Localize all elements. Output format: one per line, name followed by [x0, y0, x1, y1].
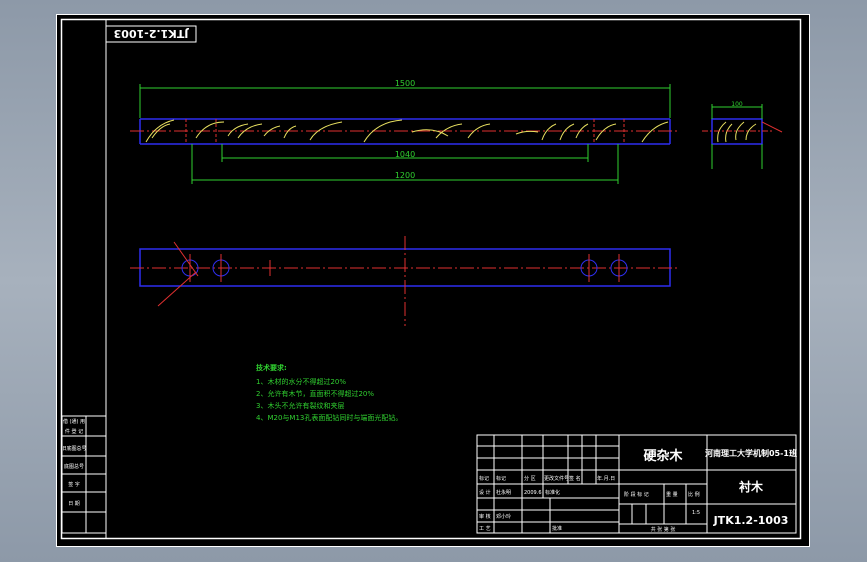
dim-inner: 1040: [395, 150, 415, 159]
tb-material: 硬杂木: [643, 448, 683, 464]
tb-drawing-no: JTK1.2-1003: [713, 514, 789, 527]
wood-grain: [145, 119, 669, 143]
title-block: [476, 434, 797, 534]
mirror-code: JTK1.2-1003: [114, 27, 190, 40]
left-strip: 借 (通) 用 件 登 记 旧底图总号 底图总号 签 字 日 期: [61, 415, 107, 534]
tb-designer: 杜永明: [496, 489, 511, 496]
tb-stage-label: 阶 段 标 记: [624, 491, 649, 498]
tb-review-label: 审 核: [479, 513, 491, 520]
tb-scale-label: 比 例: [688, 491, 700, 498]
mirror-code-box: [105, 25, 197, 43]
strip-label: 件 登 记: [65, 428, 83, 435]
section-view: 100: [702, 101, 783, 169]
strip-label: 借 (通) 用: [63, 418, 85, 425]
dim-section-width: 100: [731, 101, 743, 108]
top-view: 1500 1040 1200: [130, 79, 678, 184]
technical-notes: 技术要求: 1、木材的水分不得超过20% 2、允许有木节，直面积不得超过20% …: [256, 363, 402, 422]
outer-border: [56, 14, 810, 547]
tb-change-label: 更改文件号: [544, 475, 569, 482]
note-item: 4、M20与M13孔表面配钻同时与端面光配钻。: [256, 413, 402, 422]
tb-reviewer: 邓小玲: [496, 513, 511, 520]
tb-mark: 标记: [496, 475, 506, 482]
tb-date-label: 年.月.日: [597, 475, 615, 482]
drawing-sheet: JTK1.2-1003 借 (通) 用 件 登 记 旧底图总号 底图总号 签 字…: [56, 14, 810, 547]
tb-sheets: 共 张 第 张: [651, 526, 676, 533]
strip-label: 签 字: [68, 481, 80, 488]
strip-label: 底图总号: [64, 463, 84, 470]
strip-label: 旧底图总号: [61, 445, 86, 452]
cad-drawing: JTK1.2-1003 借 (通) 用 件 登 记 旧底图总号 底图总号 签 字…: [56, 14, 810, 547]
dim-hole-span: 1200: [395, 171, 415, 180]
tb-mark-label: 标记: [479, 475, 489, 482]
tb-approve-label: 批准: [552, 525, 562, 532]
tb-scale: 1:5: [692, 510, 700, 516]
section-grain: [717, 121, 757, 143]
tb-count-label: 分 区: [524, 475, 536, 482]
dim-overall: 1500: [395, 79, 415, 88]
tb-design-label: 设 计: [479, 489, 491, 496]
tb-school: 河南理工大学机制05-1班: [705, 448, 797, 458]
tb-part-name: 衬木: [739, 479, 764, 494]
note-item: 1、木材的水分不得超过20%: [256, 377, 346, 386]
note-item: 2、允许有木节，直面积不得超过20%: [256, 389, 374, 398]
tb-sign-label: 签 名: [569, 475, 581, 482]
tb-weight-label: 重 量: [666, 491, 678, 498]
tb-process-label: 工 艺: [479, 526, 491, 532]
inner-border: [60, 18, 802, 540]
front-view: [130, 236, 678, 326]
tb-standard-label: 标准化: [545, 489, 560, 496]
tb-design-date: 2009.6: [524, 490, 542, 496]
note-item: 3、木头不允许有裂纹和夹层: [256, 401, 344, 410]
strip-label: 日 期: [68, 501, 80, 507]
notes-heading: 技术要求:: [256, 363, 287, 372]
